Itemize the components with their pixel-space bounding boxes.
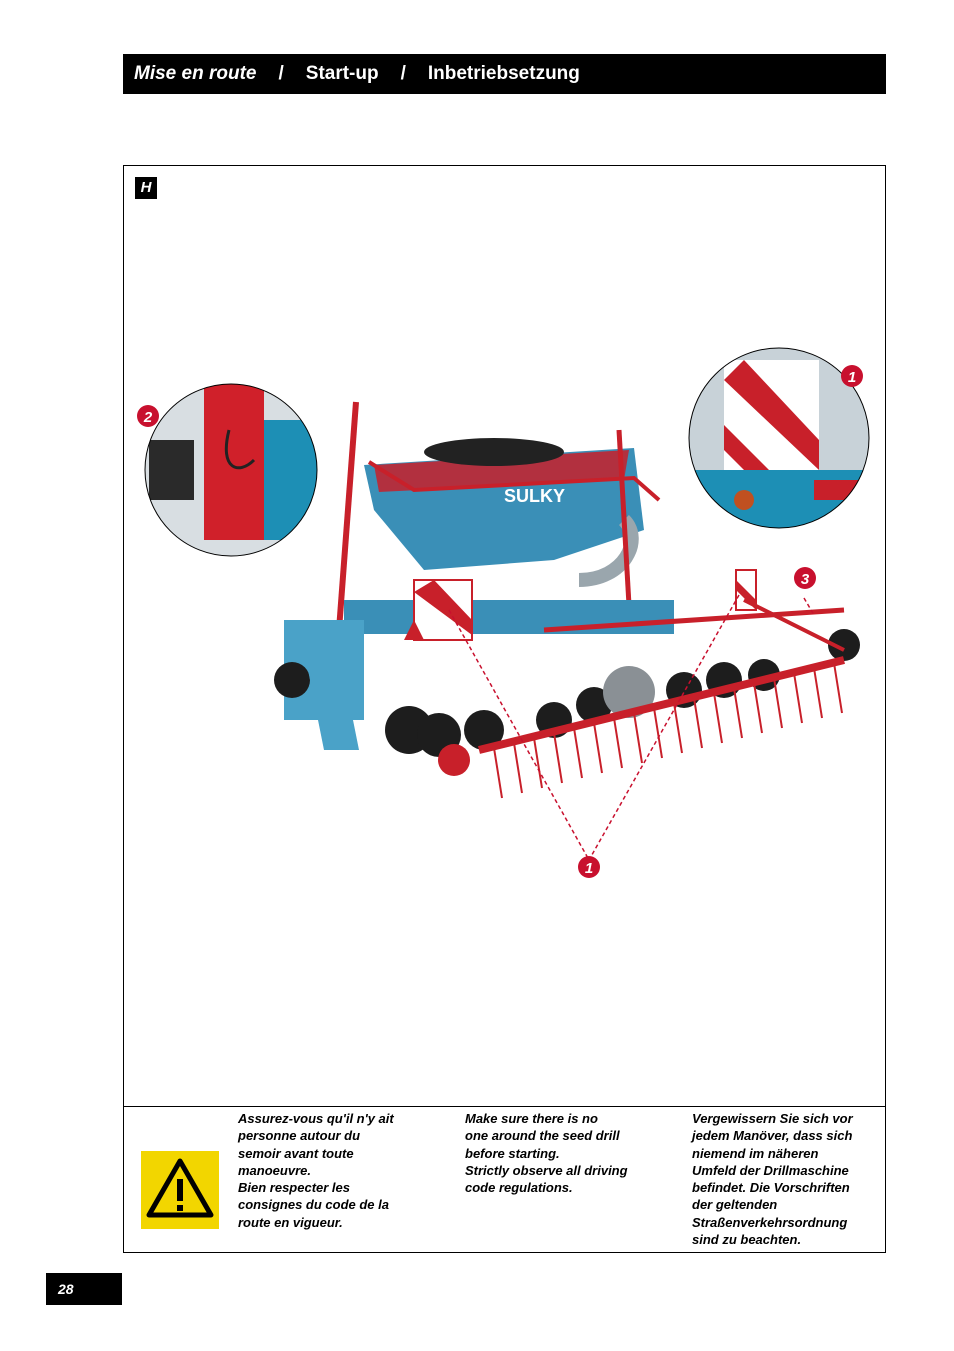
callout-3: 3 bbox=[794, 567, 816, 589]
warning-text-de: Vergewissern Sie sich vor jedem Manöver,… bbox=[692, 1110, 892, 1248]
warning-icon bbox=[141, 1151, 219, 1229]
figure-tag: H bbox=[135, 177, 157, 199]
text-line: Strictly observe all driving bbox=[465, 1162, 628, 1178]
warning-text-en: Make sure there is no one around the see… bbox=[465, 1110, 665, 1196]
text-line: semoir avant toute bbox=[238, 1145, 354, 1161]
text-line: Make sure there is no bbox=[465, 1111, 598, 1126]
hopper-brand: SULKY bbox=[504, 486, 565, 506]
warning-text-fr: Assurez-vous qu'il n'y ait personne auto… bbox=[238, 1110, 438, 1231]
text-line: der geltenden bbox=[692, 1197, 778, 1213]
text-line: befindet. Die Vorschriften bbox=[692, 1180, 850, 1196]
header-title-de: Inbetriebsetzung bbox=[427, 63, 580, 84]
text-line: route en vigueur. bbox=[238, 1214, 343, 1230]
header-title-fr: Mise en route bbox=[134, 63, 257, 84]
text-line: Bien respecter les bbox=[238, 1180, 351, 1196]
text-line: Umfeld der Drillmaschine bbox=[692, 1162, 849, 1178]
callout-1-top: 1 bbox=[841, 365, 863, 387]
text-line: niemend im näheren bbox=[692, 1145, 819, 1161]
text-line: Assurez-vous qu'il n'y ait bbox=[238, 1111, 394, 1126]
content-frame bbox=[123, 165, 886, 1253]
callout-1-bottom: 1 bbox=[578, 856, 600, 878]
text-line: Vergewissern Sie sich vor bbox=[692, 1111, 853, 1126]
header-title-en: Start-up bbox=[305, 63, 379, 84]
callout-label: 1 bbox=[585, 860, 593, 877]
text-line: personne autour du bbox=[238, 1128, 361, 1144]
text-line: sind zu beachten. bbox=[692, 1232, 802, 1248]
leader-lines bbox=[448, 594, 815, 861]
callout-2: 2 bbox=[137, 405, 159, 427]
text-line: manoeuvre. bbox=[238, 1162, 311, 1178]
text-line: jedem Manöver, dass sich bbox=[692, 1128, 853, 1144]
text-line: consignes du code de la bbox=[238, 1197, 389, 1213]
callout-label: 2 bbox=[143, 409, 153, 426]
seed-drill-illustration: SULKY bbox=[137, 347, 870, 878]
warning-divider bbox=[123, 1106, 886, 1107]
text-line: before starting. bbox=[465, 1145, 560, 1161]
callout-label: 1 bbox=[848, 369, 856, 386]
callout-label: 3 bbox=[801, 571, 810, 588]
text-line: Straßenverkehrsordnung bbox=[692, 1214, 848, 1230]
text-line: code regulations. bbox=[465, 1180, 573, 1196]
text-line: one around the seed drill bbox=[465, 1128, 620, 1144]
page-header: Mise en route / Start-up / Inbetriebsetz… bbox=[123, 54, 886, 94]
detail-circle-left bbox=[144, 383, 318, 557]
page-number: 28 bbox=[46, 1273, 122, 1305]
header-separator: / bbox=[400, 63, 406, 84]
machine-body: SULKY bbox=[274, 401, 860, 799]
header-separator: / bbox=[278, 63, 284, 84]
